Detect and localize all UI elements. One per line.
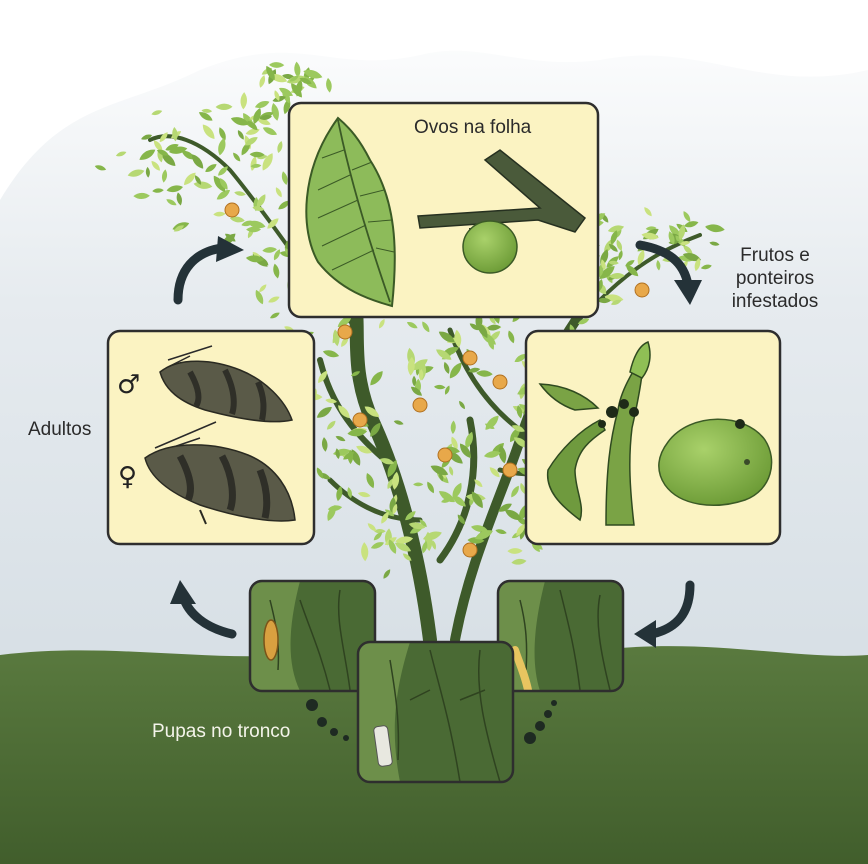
- label-infested-fruits: Frutos e ponteiros infestados: [730, 244, 820, 313]
- label-line: infestados: [730, 290, 820, 313]
- tree-fruit-icon: [635, 283, 649, 297]
- tree-fruit-icon: [338, 325, 352, 339]
- label-adults: Adultos: [28, 418, 91, 441]
- label-line: ponteiros: [730, 267, 820, 290]
- tree-fruit-icon: [225, 203, 239, 217]
- tree-fruit-icon: [463, 543, 477, 557]
- label-line: Frutos e: [730, 244, 820, 267]
- label-pupae-on-trunk: Pupas no tronco: [152, 720, 290, 743]
- panel-pupae-right: [498, 581, 623, 691]
- female-symbol-icon: ♀: [118, 462, 137, 492]
- pupa-icon: [264, 620, 278, 660]
- small-fruit-icon: [463, 221, 517, 273]
- tree-fruit-icon: [438, 448, 452, 462]
- tree-fruit-icon: [353, 413, 367, 427]
- tree-fruit-icon: [503, 463, 517, 477]
- tree-fruit-icon: [493, 375, 507, 389]
- tree-fruit-icon: [463, 351, 477, 365]
- panel-adults: [108, 331, 314, 544]
- panel-pupae-center: [358, 642, 513, 782]
- panel-pupae-left: [250, 581, 375, 691]
- male-symbol-icon: ♂: [117, 370, 140, 400]
- label-eggs-on-leaf: Ovos na folha: [414, 116, 531, 139]
- tree-fruit-icon: [413, 398, 427, 412]
- panel-infested: [526, 331, 780, 544]
